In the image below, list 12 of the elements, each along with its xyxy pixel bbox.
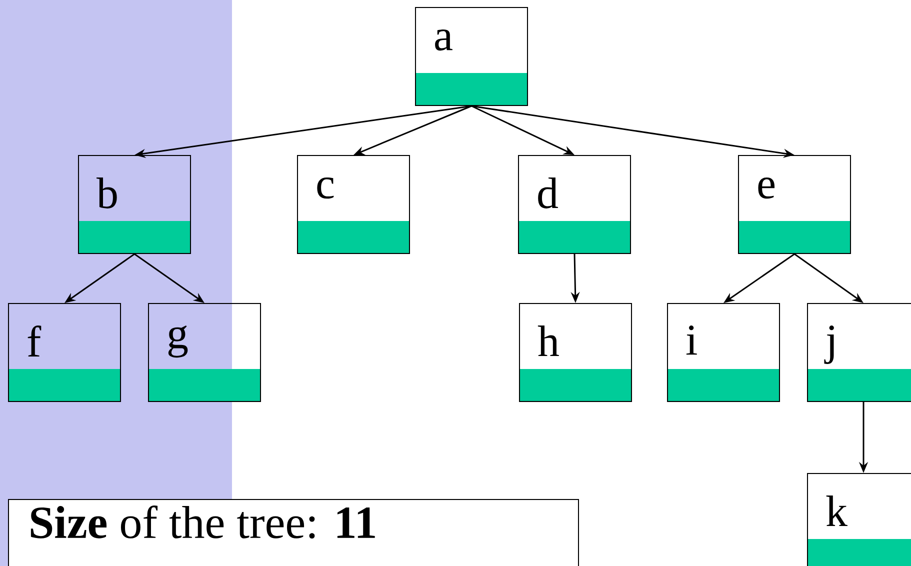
tree-node-box: h [519, 303, 632, 402]
text-box: Size of the tree: 11 [8, 499, 579, 566]
tree-node-box: c [297, 155, 410, 254]
tree-node-box: g [148, 303, 261, 402]
tree-node-box: j [807, 303, 911, 402]
tree-node-box: k [807, 473, 911, 566]
tree-node-box: d [518, 155, 631, 254]
tree-node-box: i [667, 303, 780, 402]
tree-node-box: b [78, 155, 191, 254]
tree-node-box: e [738, 155, 851, 254]
tree-node-box: f [8, 303, 121, 402]
tree-node-box: a [415, 7, 528, 106]
